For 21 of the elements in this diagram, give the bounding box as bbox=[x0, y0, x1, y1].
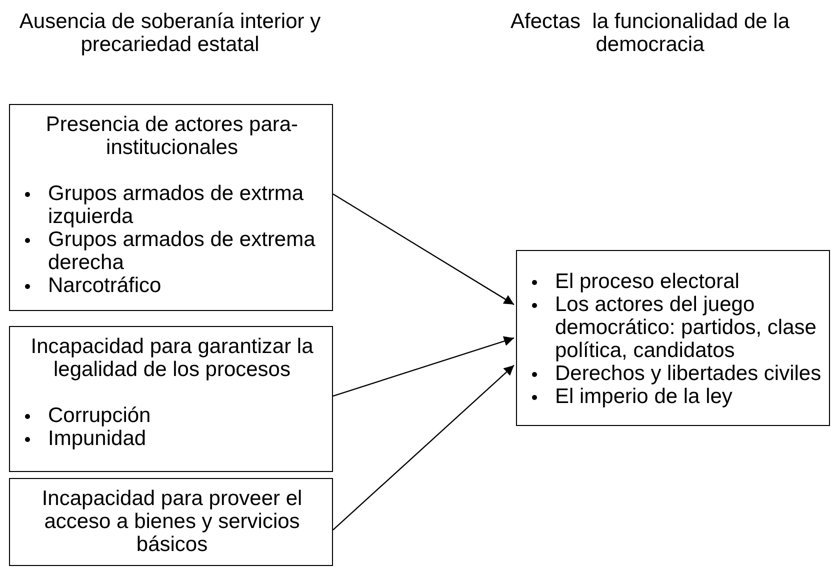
box-heading: Incapacidad para proveer el acceso a bienes y servicios básicos bbox=[40, 487, 304, 556]
column-heading: Afectas la funcionalidad de la democracia bbox=[509, 10, 791, 56]
text-box bbox=[9, 104, 333, 311]
text-box bbox=[9, 326, 333, 472]
text-box bbox=[516, 250, 830, 426]
arrow bbox=[332, 336, 514, 397]
bullet-item: Grupos armados de extrma izquierda bbox=[18, 182, 326, 228]
bullet-item: Corrupción bbox=[18, 404, 326, 427]
text-box bbox=[9, 478, 333, 566]
box-heading: Presencia de actores para-institucionales bbox=[44, 113, 300, 159]
column-heading: Ausencia de soberanía interior y precariedad estatal bbox=[18, 10, 322, 56]
arrow bbox=[332, 364, 514, 530]
box-heading: Incapacidad para garantizar la legalidad de los procesos bbox=[30, 335, 314, 381]
bullet-item: Narcotráfico bbox=[18, 274, 326, 297]
bullet-item: El proceso electoral bbox=[525, 270, 823, 293]
bullet-item: Los actores del juego democrático: partidos, clase política, candidatos bbox=[525, 293, 823, 362]
bullet-item: Derechos y libertades civiles bbox=[525, 362, 823, 385]
arrow bbox=[332, 194, 514, 306]
bullet-item: Grupos armados de extrema derecha bbox=[18, 228, 326, 274]
bullet-item: El imperio de la ley bbox=[525, 385, 823, 408]
bullet-item: Impunidad bbox=[18, 427, 326, 450]
